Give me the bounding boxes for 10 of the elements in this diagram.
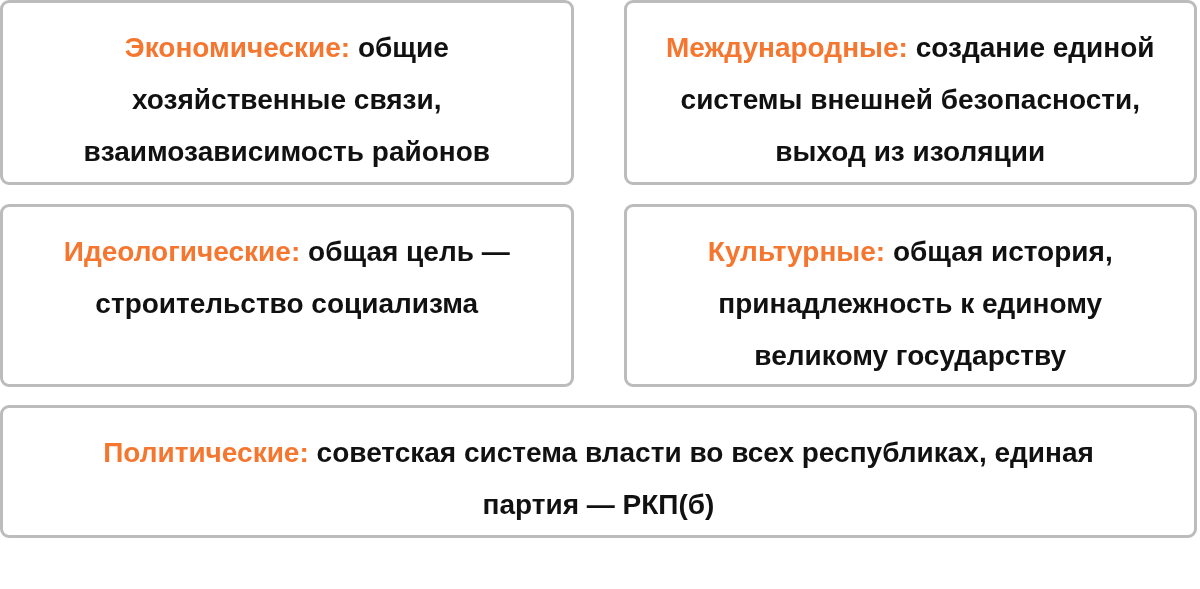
text-card [0, 204, 574, 387]
category-description: Идеологические: общая цель — строительство социализма [62, 235, 511, 321]
text-card [0, 0, 574, 185]
text-card [623, 204, 1197, 387]
category-description: Политические: советская система власти во всех республиках, единая партия — РКП(б) [102, 436, 1095, 522]
category-description: Культурные: общая история, принадлежность к единому великому государству [706, 235, 1114, 373]
text-card [623, 0, 1197, 185]
category-description: Международные: создание единой системы внешней безопасности, выход из изоляции [664, 31, 1156, 169]
category-description: Экономические: общие хозяйственные связи, взаимозависимость районов [82, 31, 491, 169]
text-card [0, 405, 1197, 538]
